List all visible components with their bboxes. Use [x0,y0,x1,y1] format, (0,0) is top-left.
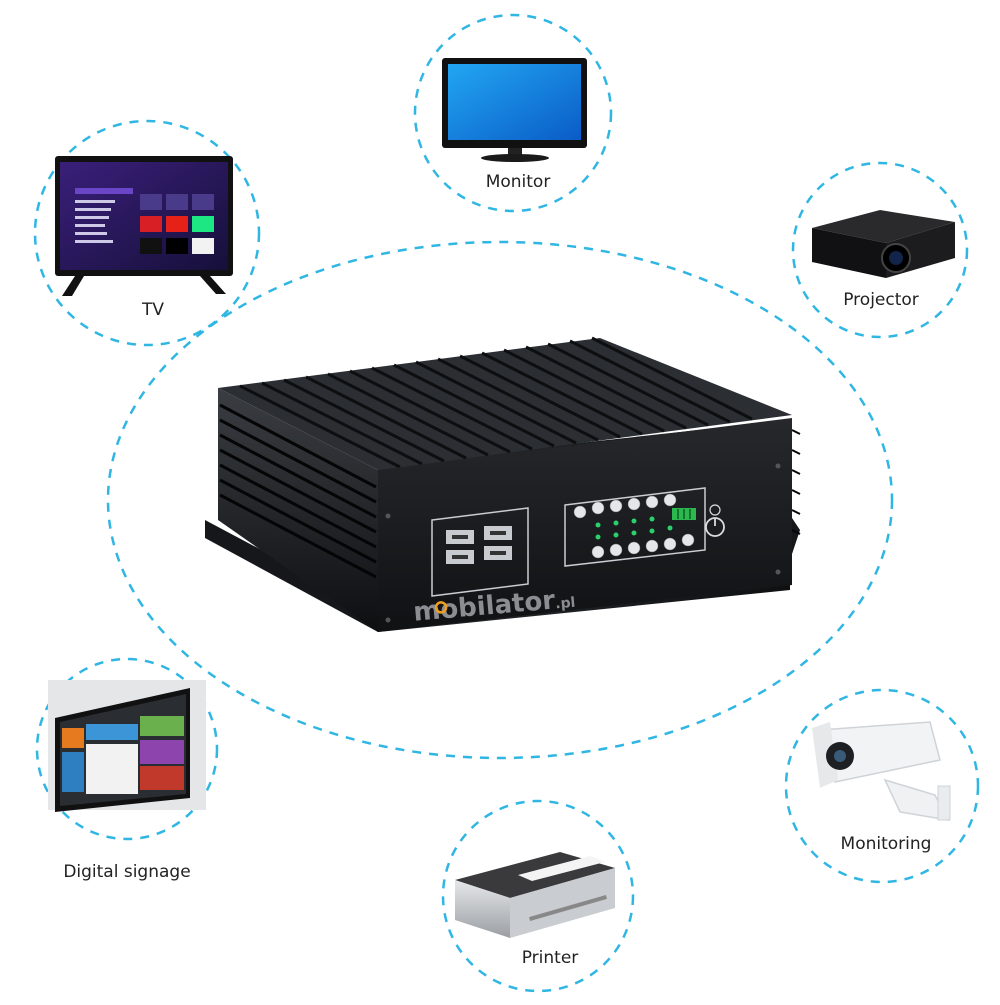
left-side-fins [219,403,377,579]
top-heatsink-fins [239,336,753,469]
projector-illustration [812,210,955,278]
printer-label: Printer [521,948,579,968]
digital-signage-label: Digital signage [63,862,191,882]
com-port-panel [564,487,706,567]
printer-dashed-circle [441,799,635,993]
digital-signage-illustration [48,680,206,812]
tv-dashed-circle [33,119,261,347]
monitoring-camera-illustration [812,721,951,821]
monitor-dashed-circle [413,13,613,213]
power-button-icon [705,504,725,537]
tv-label: TV [141,300,164,320]
usb-port-block [431,507,529,597]
digital-signage-dashed-circle [35,657,219,841]
projector-dashed-circle [791,161,969,339]
tv-illustration [55,156,233,296]
monitoring-dashed-circle [784,688,980,884]
fanless-pc-device: mobilator.pl [205,336,801,632]
printer-illustration [455,852,615,938]
monitor-label: Monitor [485,172,551,192]
monitor-illustration [442,58,587,162]
projector-label: Projector [843,290,919,310]
monitoring-label: Monitoring [840,834,932,854]
center-dashed-ellipse [106,240,894,760]
